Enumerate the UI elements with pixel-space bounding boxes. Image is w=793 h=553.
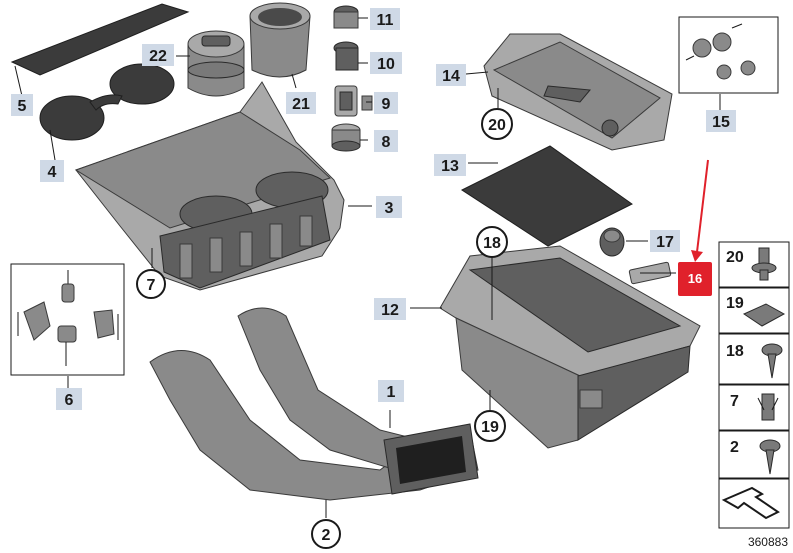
mat-13 bbox=[460, 145, 633, 247]
knob-17 bbox=[599, 227, 625, 257]
legend-label-18: 18 bbox=[726, 343, 744, 360]
mat-4 bbox=[39, 63, 175, 141]
callout-14: 14 bbox=[442, 68, 460, 85]
highlight-arrow-head bbox=[691, 250, 703, 262]
kit-15-parts bbox=[685, 23, 756, 80]
socket-10 bbox=[333, 41, 359, 71]
cup-holder-21 bbox=[249, 2, 311, 78]
circled-callouts: 7 2 20 18 19 bbox=[136, 108, 513, 549]
diagram-id: 360883 bbox=[748, 535, 788, 549]
callout-22: 22 bbox=[149, 48, 167, 65]
tray-14 bbox=[483, 33, 673, 151]
callout-21: 21 bbox=[292, 96, 310, 113]
air-duct-1 bbox=[149, 307, 479, 501]
hardware-legend: 20 19 18 7 2 bbox=[718, 241, 790, 529]
callout-5: 5 bbox=[18, 98, 27, 115]
kit-box-15 bbox=[678, 16, 779, 94]
legend-label-19: 19 bbox=[726, 295, 744, 312]
hw-20-icon bbox=[751, 247, 777, 281]
legend-label-2: 2 bbox=[730, 439, 739, 456]
hw-7-icon bbox=[757, 393, 779, 421]
highlight-box-16 bbox=[678, 262, 712, 296]
callout-2: 2 bbox=[322, 527, 331, 544]
callout-6: 6 bbox=[65, 392, 74, 409]
callout-13: 13 bbox=[441, 158, 459, 175]
hw-19-icon bbox=[742, 303, 786, 327]
callout-12: 12 bbox=[381, 302, 399, 319]
callout-9: 9 bbox=[382, 96, 391, 113]
directional-arrow-icon bbox=[721, 486, 780, 520]
socket-9 bbox=[334, 85, 373, 117]
highlight-arrow bbox=[696, 159, 709, 253]
callout-8: 8 bbox=[382, 134, 391, 151]
callout-18: 18 bbox=[483, 235, 501, 252]
callout-4: 4 bbox=[48, 164, 57, 181]
callout-11: 11 bbox=[377, 12, 394, 29]
legend-label-20: 20 bbox=[726, 249, 744, 266]
callout-1: 1 bbox=[387, 384, 396, 401]
callout-15: 15 bbox=[712, 114, 730, 131]
console-3 bbox=[74, 81, 345, 291]
callout-7: 7 bbox=[147, 277, 156, 294]
kit-box-6 bbox=[10, 263, 125, 376]
callout-16: 16 bbox=[688, 271, 702, 286]
ring-8 bbox=[331, 123, 361, 152]
legend-label-7: 7 bbox=[730, 393, 739, 410]
storage-box-12 bbox=[439, 245, 701, 449]
cup-insert-22 bbox=[187, 30, 245, 97]
hw-18-icon bbox=[761, 343, 783, 379]
callout-17: 17 bbox=[656, 234, 674, 251]
hw-2-icon bbox=[759, 439, 781, 475]
socket-11 bbox=[333, 5, 359, 29]
callout-10: 10 bbox=[377, 56, 395, 73]
kit-6-parts bbox=[17, 270, 119, 366]
callout-19: 19 bbox=[481, 419, 499, 436]
callout-20: 20 bbox=[488, 117, 506, 134]
callout-3: 3 bbox=[385, 200, 394, 217]
mat-5 bbox=[10, 3, 190, 76]
callouts: 5 4 22 21 11 10 9 8 3 1 12 14 13 17 6 15 bbox=[11, 8, 736, 410]
leader-lines bbox=[14, 17, 721, 518]
